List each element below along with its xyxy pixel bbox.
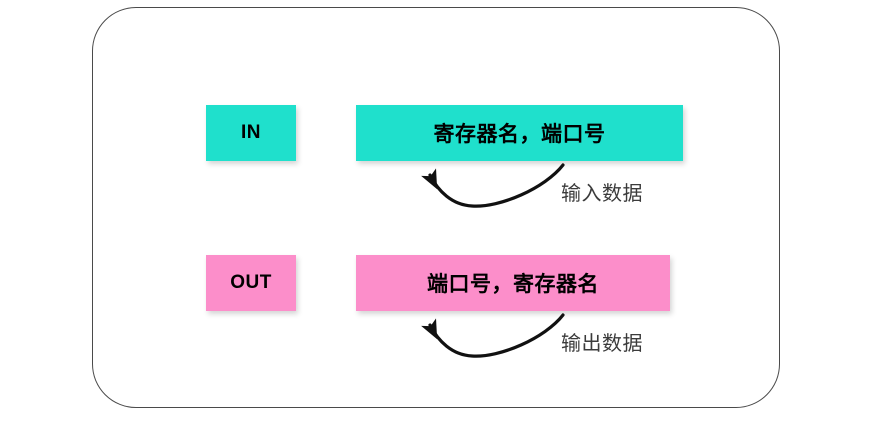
caption-output-data: 输出数据 [561,333,643,355]
operands-box-in: 寄存器名，端口号 [356,105,683,161]
caption-input-data: 输入数据 [561,183,643,205]
mnemonic-box-out: OUT [206,255,296,311]
operands-box-out: 端口号，寄存器名 [356,255,670,311]
rounded-frame [92,7,780,408]
mnemonic-box-in: IN [206,105,296,161]
